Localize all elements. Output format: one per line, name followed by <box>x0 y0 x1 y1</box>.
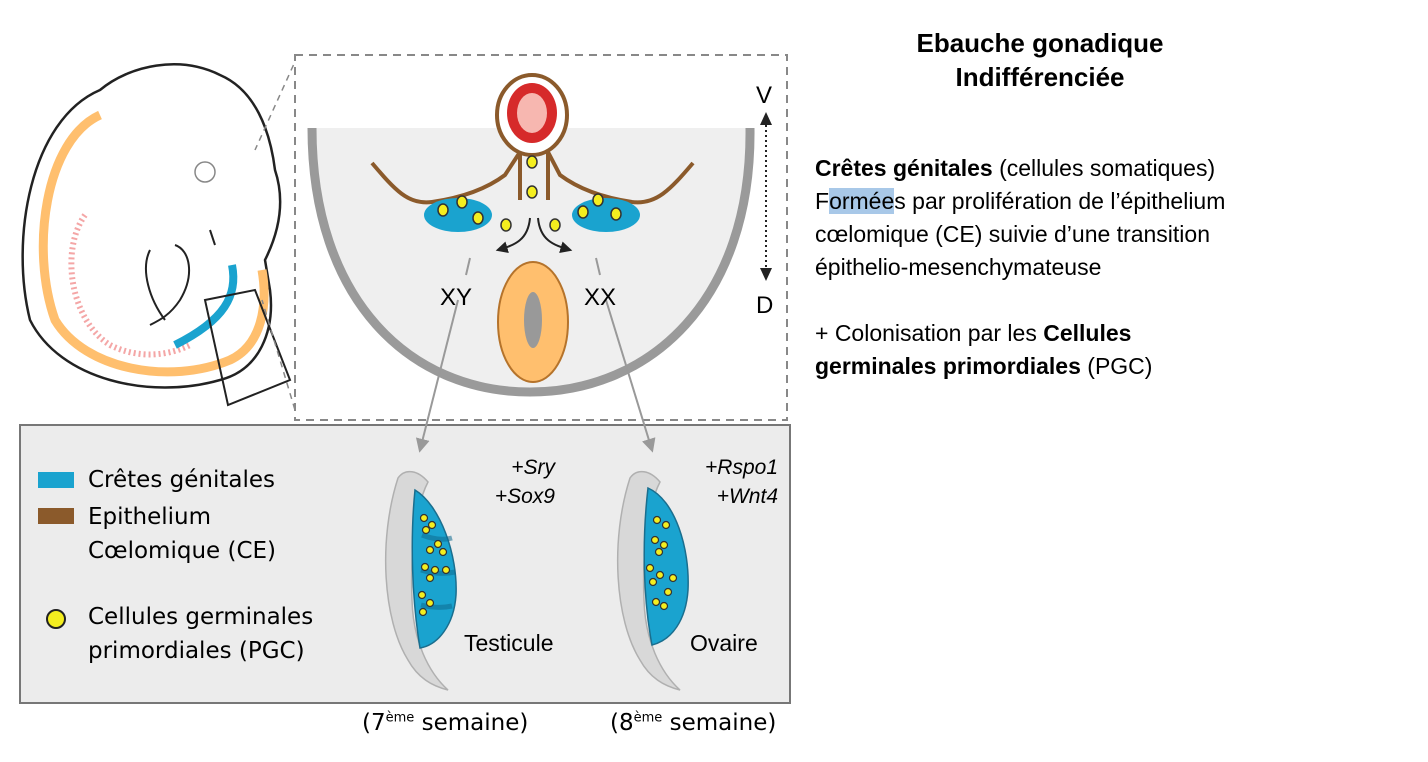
legend-swatch-pgc <box>46 609 66 629</box>
testis-week-label: (7ème semaine) <box>362 710 529 736</box>
legend-pgc-label: Cellules germinales primordiales (PGC) <box>88 604 314 664</box>
cross-section <box>307 73 772 397</box>
zoom-line-bottom <box>261 299 299 421</box>
testis-illustration <box>384 470 457 691</box>
description-line-2: Formées par prolifération de l’épitheliu… <box>815 188 1226 214</box>
legend-swatch-ridges <box>38 472 74 488</box>
ovary-week-label: (8ème semaine) <box>610 710 777 736</box>
testis-genes: +Sry +Sox9 <box>494 456 555 508</box>
genital-ridges-term: Crêtes génitales <box>815 155 993 181</box>
description-line-6: germinales primordiales (PGC) <box>815 353 1153 379</box>
axis-label-ventral: V <box>756 82 773 109</box>
legend-epithelium-label: Epithelium Cœlomique (CE) <box>88 504 277 564</box>
description-line-5: + Colonisation par les Cellules <box>815 320 1132 346</box>
ovary-genes: +Rspo1 +Wnt4 <box>705 456 778 508</box>
embryo-illustration <box>21 63 292 407</box>
description-line-4: épithelio-mesenchymateuse <box>815 254 1102 280</box>
ovary-illustration <box>616 470 689 691</box>
pgc-dots <box>437 155 622 232</box>
genital-ridge-right <box>572 198 640 232</box>
description-line-1: Crêtes génitales (cellules somatiques) <box>815 155 1216 181</box>
zoom-line-top <box>254 54 299 151</box>
testis-label: Testicule <box>464 630 554 656</box>
description-text: Crêtes génitales (cellules somatiques) F… <box>815 152 1415 383</box>
label-xx: XX <box>584 284 617 311</box>
axis-label-dorsal: D <box>756 292 774 319</box>
label-xy: XY <box>440 284 473 311</box>
legend-swatch-epithelium <box>38 508 74 524</box>
page-title: Ebauche gonadique Indifférenciée <box>840 26 1240 94</box>
text-highlight: ormée <box>829 188 895 214</box>
title-line-1: Ebauche gonadique <box>916 28 1164 58</box>
ovary-label: Ovaire <box>690 630 758 656</box>
legend-ridges-label: Crêtes génitales <box>88 467 275 493</box>
title-line-2: Indifférenciée <box>955 62 1125 92</box>
description-line-3: cœlomique (CE) suivie d’une transition <box>815 221 1210 247</box>
